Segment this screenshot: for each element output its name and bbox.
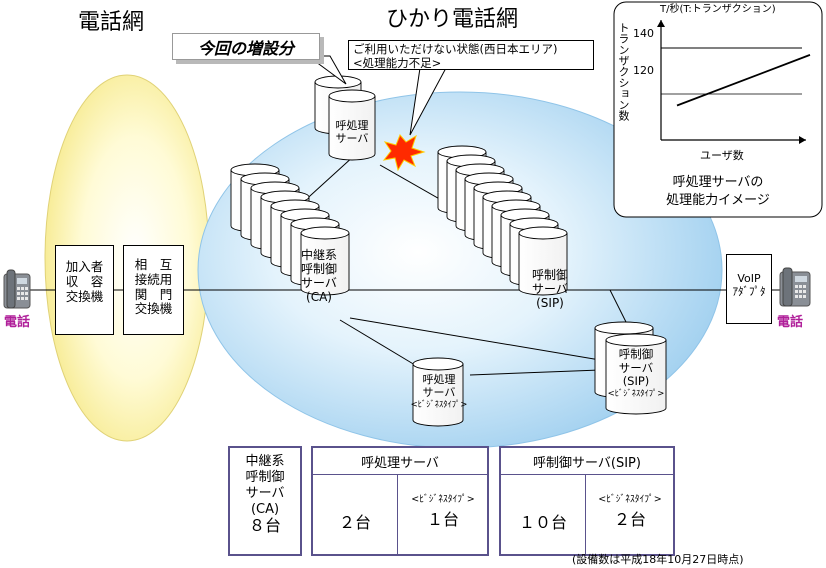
cpb-line-1: 呼処理 (422, 373, 456, 386)
inset-chart-frame (613, 1, 823, 218)
tbl-cp-business: <ﾋﾞｼﾞﾈｽﾀｲﾌﾟ> １台 (399, 494, 487, 530)
tbl-cc-business-count: ２台 (613, 510, 646, 530)
call-control-sip-business-label: 呼制御 サーバ (SIP) <ﾋﾞｼﾞﾈｽﾀｲﾌﾟ> (600, 347, 672, 399)
hikari-network-title: ひかり電話網 (386, 7, 519, 32)
ca-line-2: 呼制御 (300, 262, 337, 277)
ca-server-cylinder (300, 226, 350, 296)
right-phone-icon (778, 266, 812, 310)
chart-growth-line (676, 54, 811, 107)
cpb-line-3: <ﾋﾞｼﾞﾈｽﾀｲﾌﾟ> (410, 399, 468, 410)
voip-line-1: VoIP (737, 272, 761, 285)
sip-server-cylinder (518, 226, 568, 296)
subscriber-line-1: 加入者 (65, 259, 104, 274)
ca-line-4: (CA) (306, 290, 332, 305)
left-phone-label: 電話 (4, 315, 31, 330)
gateway-line-2: 接続用 (134, 271, 173, 287)
ca-count-cell: 中継系 呼制御 サーバ (CA) ８台 (228, 446, 302, 556)
tbl-cc-header: 呼制御サーバ(SIP) (501, 448, 673, 475)
chart-y-unit: T/秒(T:トランザクション) (660, 4, 776, 15)
sipb-line-2: サーバ (618, 360, 654, 375)
burst-icon (382, 134, 426, 172)
gateway-line-1: 相 互 (134, 257, 173, 272)
tbl-cp-count: ２台 (338, 513, 371, 532)
sip-line-2: サーバ (532, 282, 568, 297)
chart-caption: 呼処理サーバの 処理能力イメージ (622, 174, 814, 210)
tbl-ca-count: ８台 (248, 516, 281, 535)
cpb-line-2: サーバ (422, 385, 456, 399)
chart-x-label: ユーザ数 (700, 149, 744, 162)
chart-caption-line-1: 呼処理サーバの (672, 175, 764, 190)
voip-adapter-box: VoIP ｱﾀﾞﾌﾟﾀ (726, 254, 772, 324)
chart-tick-120: 120 (633, 64, 654, 77)
tbl-cp-business-count: １台 (426, 510, 459, 530)
business-sip-server-cylinder (605, 333, 667, 415)
tbl-ca-line-2: 呼制御 (245, 470, 285, 485)
subscriber-exchange-box: 加入者 収 容 交換機 (55, 245, 114, 335)
ca-line-3: サーバ (301, 276, 337, 291)
tbl-cc-business: <ﾋﾞｼﾞﾈｽﾀｲﾌﾟ> ２台 (587, 494, 673, 530)
sipb-line-4: <ﾋﾞｼﾞﾈｽﾀｲﾌﾟ> (607, 388, 665, 399)
tbl-cp-business-label: <ﾋﾞｼﾞﾈｽﾀｲﾌﾟ> (411, 494, 475, 505)
cp-new-line-1: 呼処理 (335, 119, 369, 132)
cp-new-line-2: サーバ (335, 131, 369, 145)
chart-caption-line-2: 処理能力イメージ (666, 193, 770, 208)
call-processing-business-label: 呼処理 サーバ <ﾋﾞｼﾞﾈｽﾀｲﾌﾟ> (407, 373, 471, 410)
tbl-cc-count: １０台 (518, 513, 567, 532)
sip-line-1: 呼制御 (531, 268, 568, 282)
right-phone-label: 電話 (777, 315, 804, 330)
call-control-sip-label: 呼制御 サーバ (SIP) (522, 268, 578, 310)
sip-line-3: (SIP) (536, 296, 564, 311)
chart-y-label: トランザクション数 (617, 22, 630, 121)
subscriber-line-3: 交換機 (65, 288, 104, 304)
left-phone-icon (2, 268, 32, 312)
tbl-cc-business-label: <ﾋﾞｼﾞﾈｽﾀｲﾌﾟ> (598, 494, 662, 505)
tbl-ca-line-1: 中継系 (245, 454, 285, 469)
subscriber-line-2: 収 容 (65, 273, 104, 289)
tbl-cp-header: 呼処理サーバ (313, 448, 487, 475)
gateway-line-3: 関 門 (134, 286, 173, 302)
gateway-exchange-box: 相 互 接続用 関 門 交換機 (123, 245, 184, 335)
y-arrow-icon (657, 20, 665, 27)
call-control-count-table: 呼制御サーバ(SIP) １０台 <ﾋﾞｼﾞﾈｽﾀｲﾌﾟ> ２台 (499, 446, 675, 556)
outage-callout: ご利用いただけない状態(西日本エリア) <処理能力不足> (348, 40, 594, 70)
chart-tick-140: 140 (633, 27, 654, 40)
phone-network-title: 電話網 (78, 10, 145, 35)
outage-line-2: <処理能力不足> (353, 56, 442, 70)
call-processing-count-table: 呼処理サーバ ２台 <ﾋﾞｼﾞﾈｽﾀｲﾌﾟ> １台 (311, 446, 489, 556)
tbl-ca-line-4: (CA) (250, 502, 280, 517)
call-processing-new-label: 呼処理 サーバ (330, 119, 374, 146)
voip-line-2: ｱﾀﾞﾌﾟﾀ (732, 284, 766, 298)
outage-line-1: ご利用いただけない状態(西日本エリア) (353, 42, 558, 56)
relay-ca-label: 中継系 呼制御 サーバ (CA) (291, 248, 347, 305)
sipb-line-1: 呼制御 (618, 347, 654, 361)
ca-line-1: 中継系 (300, 248, 337, 262)
capacity-chart (657, 20, 811, 144)
sipb-line-3: (SIP) (622, 374, 650, 389)
tbl-ca-line-3: サーバ (245, 486, 285, 501)
footnote: (設備数は平成18年10月27日時点) (572, 553, 744, 566)
added-badge-label: 今回の増設分 (197, 38, 294, 58)
gateway-line-4: 交換機 (134, 301, 173, 317)
x-arrow-icon (799, 136, 806, 144)
call-processing-server-cylinder (328, 89, 376, 161)
added-servers-badge: 今回の増設分 (172, 33, 320, 60)
business-call-processing-cylinder (412, 357, 464, 427)
